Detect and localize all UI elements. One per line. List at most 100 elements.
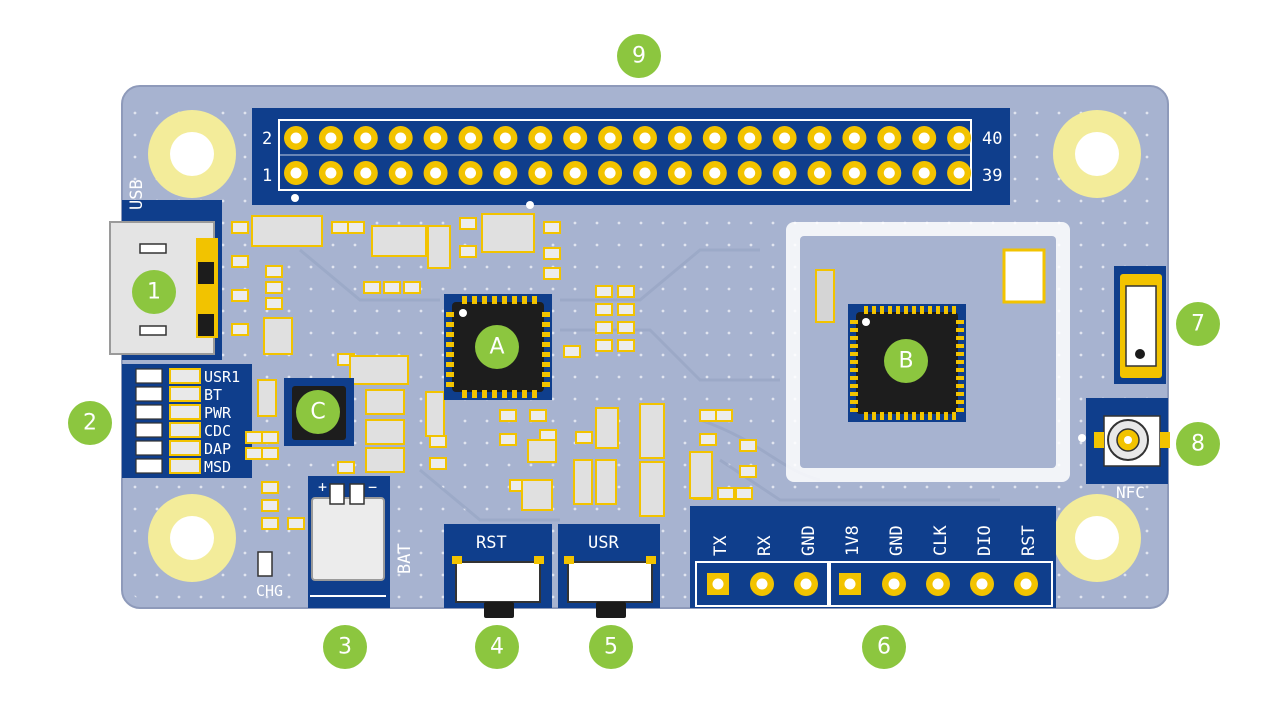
smd-component — [595, 459, 617, 505]
smd-component — [347, 221, 365, 234]
smd-component — [699, 433, 717, 446]
smd-component — [261, 499, 279, 512]
debug-header-area — [690, 506, 1056, 608]
marker-6: 6 — [862, 625, 906, 669]
smd-component — [257, 379, 277, 417]
marker-8: 8 — [1176, 422, 1220, 466]
debug-label-gnd2: GND — [887, 525, 907, 556]
marker-a: A — [475, 325, 519, 369]
marker-3-label: 3 — [338, 635, 352, 660]
led-label-usr1: USR1 — [204, 368, 240, 386]
smd-component — [263, 317, 293, 355]
marker-b: B — [884, 339, 928, 383]
mounting-holes — [148, 110, 1141, 582]
battery-plus-label: + — [318, 478, 327, 496]
status-led — [135, 404, 163, 420]
marker-c: C — [296, 390, 340, 434]
smd-component — [595, 339, 613, 352]
header-label-1: 1 — [262, 166, 272, 186]
smd-component — [529, 409, 547, 422]
smd-component — [261, 481, 279, 494]
marker-9-label: 9 — [632, 44, 646, 69]
battery-minus-label: − — [368, 478, 377, 496]
marker-5-label: 5 — [604, 635, 618, 660]
status-led — [135, 368, 163, 384]
smd-component — [403, 281, 421, 294]
marker-7-label: 7 — [1191, 312, 1205, 337]
debug-header-pins — [707, 572, 1038, 596]
usb-label: USB — [127, 179, 147, 210]
smd-component — [337, 461, 355, 474]
smd-component — [231, 289, 249, 302]
usr-button[interactable] — [567, 561, 653, 603]
status-led — [135, 458, 163, 474]
led-label-pwr: PWR — [204, 404, 232, 422]
debug-label-dio: DIO — [975, 525, 995, 556]
nfc-label: NFC — [1116, 483, 1145, 502]
status-led — [135, 386, 163, 402]
smd-component — [383, 281, 401, 294]
led-label-cdc: CDC — [204, 422, 231, 440]
debug-label-gnd: GND — [799, 525, 819, 556]
rst-button[interactable] — [455, 561, 541, 603]
status-led — [135, 440, 163, 456]
smd-component — [365, 447, 405, 473]
smd-component — [617, 303, 635, 316]
smd-component — [331, 221, 349, 234]
smd-component — [365, 419, 405, 445]
usr-button-label: USR — [588, 533, 619, 553]
smd-component — [739, 465, 757, 478]
battery-connector[interactable] — [311, 497, 385, 581]
led-label-bt: BT — [204, 386, 222, 404]
smd-component — [617, 285, 635, 298]
smd-component — [251, 215, 323, 247]
smd-component — [261, 517, 279, 530]
smd-component — [427, 225, 451, 269]
led-label-msd: MSD — [204, 458, 231, 476]
smd-component — [543, 247, 561, 260]
marker-c-label: C — [310, 400, 325, 425]
smd-component — [595, 303, 613, 316]
smd-component — [715, 409, 733, 422]
header-label-39: 39 — [982, 166, 1002, 186]
status-leds — [135, 368, 201, 474]
smd-component — [265, 281, 283, 294]
marker-5: 5 — [589, 625, 633, 669]
marker-2: 2 — [68, 401, 112, 445]
gpio-header-pins — [284, 126, 972, 185]
marker-1-label: 1 — [147, 280, 161, 305]
smd-component — [735, 487, 753, 500]
smd-component — [363, 281, 381, 294]
smd-component — [459, 245, 477, 258]
smd-component — [639, 403, 665, 459]
debug-label-1v8: 1V8 — [843, 525, 863, 556]
chip-b-pins — [850, 306, 964, 420]
smd-component — [699, 409, 717, 422]
smd-component — [689, 451, 713, 499]
smd-component — [231, 221, 249, 234]
smd-component — [265, 265, 283, 278]
smd-component — [595, 407, 619, 449]
marker-1: 1 — [132, 270, 176, 314]
smd-component — [543, 221, 561, 234]
smd-component — [617, 339, 635, 352]
marker-a-label: A — [489, 335, 504, 360]
smd-component — [739, 439, 757, 452]
debug-label-rx: RX — [755, 535, 775, 556]
chip-a-pins — [446, 296, 550, 398]
smd-component — [575, 431, 593, 444]
battery-label: BAT — [395, 543, 415, 574]
mounting-hole-bottom-left — [148, 494, 236, 582]
smd-component — [231, 323, 249, 336]
marker-6-label: 6 — [877, 635, 891, 660]
marker-9: 9 — [617, 34, 661, 78]
mounting-hole-top-left — [148, 110, 236, 198]
rst-button-label: RST — [476, 533, 507, 553]
smd-component — [349, 355, 409, 385]
debug-label-tx: TX — [711, 535, 731, 556]
marker-b-label: B — [898, 349, 913, 374]
smd-component — [365, 389, 405, 415]
smd-component — [481, 213, 535, 253]
smd-component — [429, 435, 447, 448]
